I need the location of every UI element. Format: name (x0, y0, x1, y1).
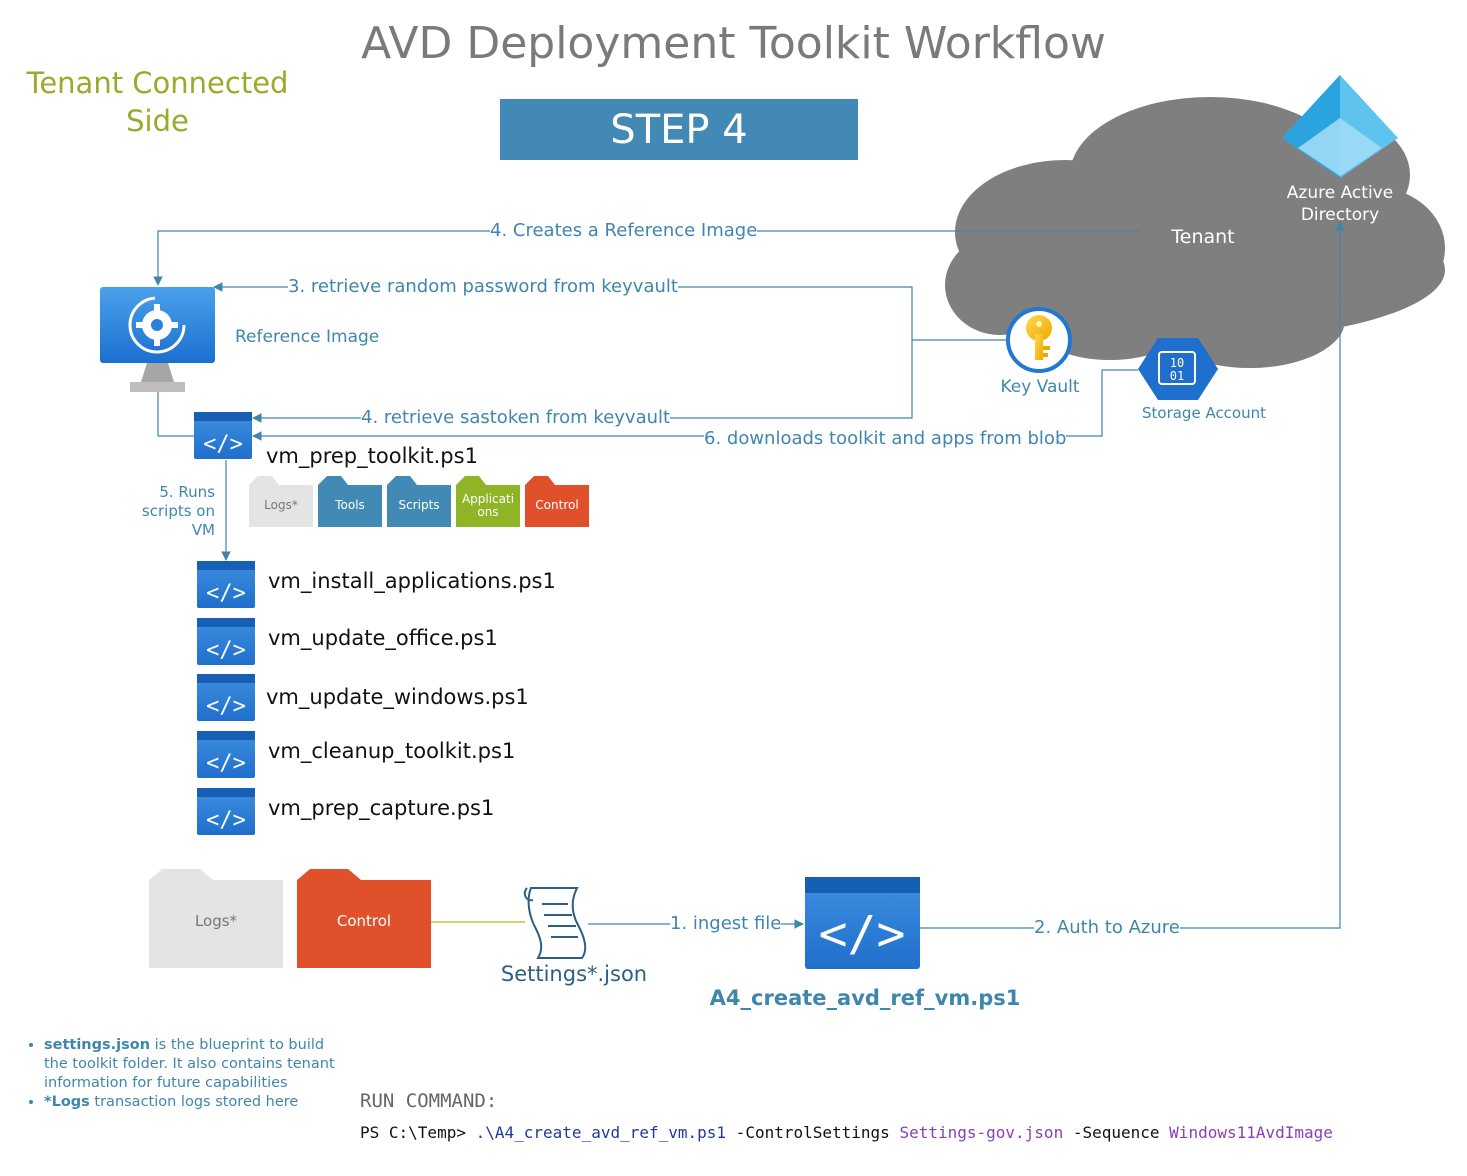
tenant-cloud (945, 97, 1445, 368)
notes-list: settings.json is the blueprint to build … (8, 1036, 348, 1112)
toolkit-folders (249, 476, 589, 527)
folder-icon-logs-large (149, 869, 283, 968)
flow-label-downloads-toolkit: 6. downloads toolkit and apps from blob (704, 428, 1067, 449)
diagram-title: AVD Deployment Toolkit Workflow (361, 18, 1106, 69)
reference-image-icon (100, 287, 215, 392)
runs-scripts-line3: VM (191, 521, 215, 539)
prep-script-name: vm_prep_toolkit.ps1 (266, 444, 478, 468)
svg-text:</>: </> (819, 906, 906, 962)
vm-script-name: vm_cleanup_toolkit.ps1 (268, 739, 516, 763)
flow-label-auth-azure: 2. Auth to Azure (1034, 917, 1180, 938)
folder-icon-control (525, 476, 589, 527)
svg-text:</>: </> (206, 581, 246, 606)
folder-label-tools: Tools (335, 498, 365, 512)
runs-scripts-line1: 5. Runs (159, 483, 215, 501)
step-banner: STEP 4 (500, 99, 858, 160)
code-icon: </> (197, 561, 255, 608)
azure-ad-label: Azure Active Directory (1270, 182, 1410, 226)
note-item: *Logs transaction logs stored here (44, 1093, 348, 1112)
folder-icon-applications (456, 476, 520, 527)
azure-ad-label-line2: Directory (1300, 205, 1380, 225)
applications-line2: ons (477, 505, 499, 519)
folder-icon-control-large (297, 869, 431, 968)
storage-account-label: Storage Account (1141, 404, 1267, 422)
side-label: Tenant Connected Side (26, 66, 289, 138)
code-icon: </> (197, 618, 255, 665)
run-command: PS C:\Temp> .\A4_create_avd_ref_vm.ps1 -… (360, 1123, 1333, 1142)
key-vault-icon (1006, 307, 1072, 373)
vm-script-name: vm_install_applications.ps1 (268, 569, 556, 593)
main-script-code-icon: </> (805, 877, 920, 969)
main-script-label: A4_create_avd_ref_vm.ps1 (709, 986, 1021, 1010)
run-command-heading: RUN COMMAND: (360, 1090, 498, 1112)
tenant-label: Tenant (1171, 226, 1235, 248)
note-bold: *Logs (44, 1094, 90, 1110)
svg-text:</>: </> (206, 638, 246, 663)
svg-text:</>: </> (206, 694, 246, 719)
azure-ad-icon (1282, 75, 1398, 178)
local-control-label: Control (336, 912, 392, 930)
command-param2: -Sequence (1063, 1123, 1170, 1142)
storage-account-icon: 10 01 (1138, 338, 1218, 400)
svg-text:01: 01 (1170, 369, 1184, 383)
flow-label-creates-image: 4. Creates a Reference Image (490, 220, 758, 241)
vm-script-icons: </> </> </> </> </> (197, 561, 255, 835)
key-vault-label: Key Vault (1000, 377, 1080, 397)
code-icon: </> (197, 674, 255, 721)
note-text: transaction logs stored here (89, 1094, 299, 1110)
local-logs-label: Logs* (194, 912, 238, 930)
command-value1: Settings-gov.json (899, 1123, 1064, 1142)
flow-label-ingest-file: 1. ingest file (670, 913, 782, 934)
folder-icon-logs (249, 476, 313, 527)
command-script: .\A4_create_avd_ref_vm.ps1 (475, 1123, 727, 1142)
vm-script-name: vm_update_windows.ps1 (266, 685, 529, 709)
folder-label-applications: Applicati ons (456, 493, 520, 519)
svg-text:</>: </> (203, 432, 243, 457)
flow-label-retrieve-sastoken: 4. retrieve sastoken from keyvault (361, 407, 671, 428)
svg-text:</>: </> (206, 808, 246, 833)
folder-icon-tools (318, 476, 382, 527)
note-item: settings.json is the blueprint to build … (44, 1036, 348, 1093)
flow-label-runs-scripts: 5. Runs scripts on VM (120, 483, 215, 540)
folder-label-scripts: Scripts (398, 498, 440, 512)
step-label: STEP 4 (610, 106, 748, 153)
folder-label-logs: Logs* (264, 498, 298, 512)
runs-scripts-line2: scripts on (141, 502, 215, 520)
azure-ad-label-line1: Azure Active (1286, 183, 1394, 203)
svg-text:10: 10 (1170, 356, 1184, 370)
command-param1: -ControlSettings (726, 1123, 900, 1142)
code-icon: </> (197, 731, 255, 778)
svg-text:</>: </> (206, 751, 246, 776)
applications-line1: Applicati (461, 492, 515, 506)
flow-label-retrieve-password: 3. retrieve random password from keyvaul… (288, 276, 678, 297)
settings-file-icon (523, 887, 587, 959)
note-bold: settings.json (44, 1037, 151, 1053)
prep-toolkit-code-icon: </> (194, 412, 252, 459)
folder-label-control: Control (535, 498, 579, 512)
command-prompt: PS C:\Temp> (360, 1123, 476, 1142)
settings-file-label: Settings*.json (500, 962, 648, 986)
code-icon: </> (197, 788, 255, 835)
vm-script-name: vm_update_office.ps1 (268, 626, 498, 650)
command-value2: Windows11AvdImage (1169, 1123, 1333, 1142)
vm-script-name: vm_prep_capture.ps1 (268, 796, 495, 820)
note-text: is the blueprint to build the toolkit fo… (44, 1037, 335, 1091)
reference-image-label: Reference Image (235, 327, 380, 347)
folder-icon-scripts (387, 476, 451, 527)
